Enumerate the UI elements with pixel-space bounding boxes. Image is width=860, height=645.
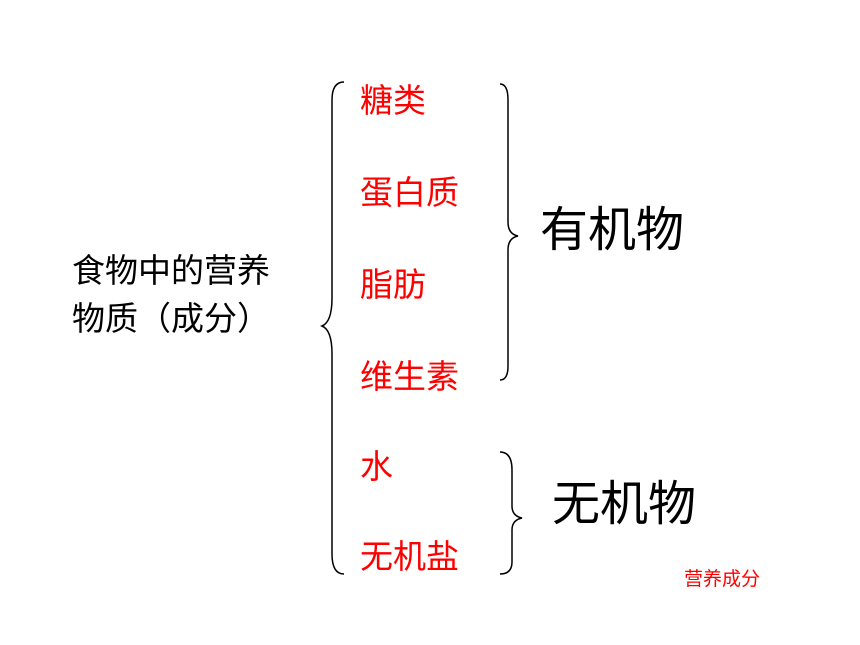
footer-label[interactable]: 营养成分 <box>684 568 761 590</box>
component-mineral: 无机盐 <box>360 537 459 576</box>
left-brace <box>319 81 345 575</box>
component-sugar: 糖类 <box>360 81 426 120</box>
group-organic: 有机物 <box>540 202 685 258</box>
main-label-line2: 物质（成分） <box>72 299 270 338</box>
group-inorganic: 无机物 <box>552 476 697 532</box>
component-protein: 蛋白质 <box>360 173 459 212</box>
inorganic-brace <box>499 451 523 575</box>
organic-brace <box>499 83 519 381</box>
component-fat: 脂肪 <box>360 265 426 304</box>
component-vitamin: 维生素 <box>360 357 459 396</box>
component-water: 水 <box>360 447 393 486</box>
main-label-line1: 食物中的营养 <box>72 251 270 290</box>
